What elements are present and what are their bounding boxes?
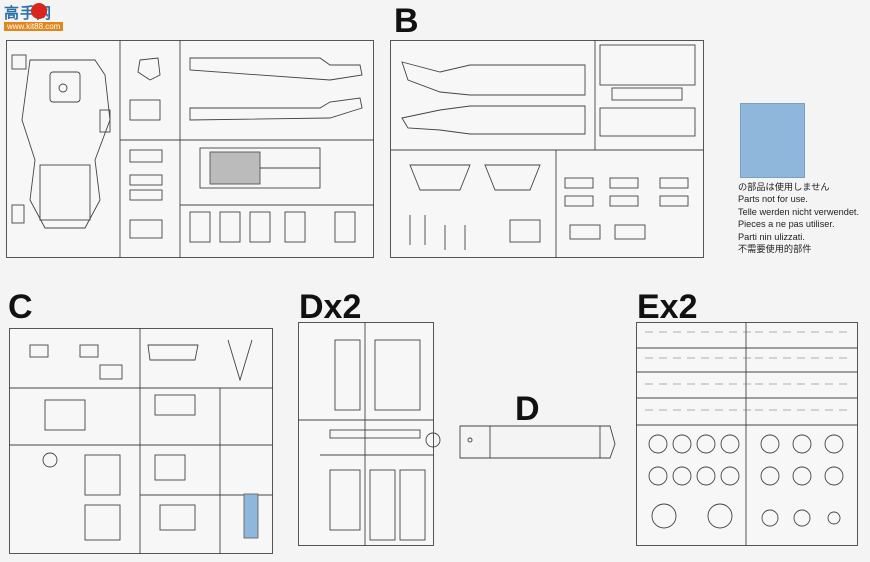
- sprue-c-unused-part: [243, 493, 259, 539]
- watermark-url: www.kit88.com: [4, 22, 64, 31]
- legend-line-en: Parts not for use.: [738, 194, 808, 205]
- sprue-c-label: C: [8, 288, 33, 326]
- sprue-b-label: B: [394, 2, 419, 40]
- site-watermark: 高手网 www.kit88.com: [4, 2, 78, 36]
- sprue-a-parts: [11, 40, 374, 258]
- legend-line-fr: Pieces a ne pas utiliser.: [738, 219, 835, 230]
- sprue-d-frame: [298, 322, 434, 546]
- sprue-e-track-links: [645, 331, 847, 411]
- sprue-b-frame: [390, 40, 704, 258]
- legend-line-it: Parti nin ulizzati.: [738, 231, 805, 242]
- not-used-legend: の部品は使用しません Parts not for use. Telle werd…: [738, 181, 859, 255]
- sprue-b-parts: [390, 40, 704, 258]
- not-used-color-swatch: [740, 103, 805, 178]
- sprue-c-frame: [9, 328, 273, 554]
- part-d-body: [459, 425, 616, 459]
- sprue-c-parts: [9, 328, 273, 554]
- sprue-e-parts: [636, 322, 858, 546]
- legend-line-ja: の部品は使用しません: [738, 182, 830, 192]
- sprue-d-parts: [298, 322, 441, 546]
- watermark-logo-icon: [31, 3, 47, 19]
- legend-line-de: Telle werden nicht verwendet.: [738, 206, 860, 217]
- legend-line-zh: 不需要使用的部件: [738, 244, 812, 255]
- sprue-d-label: Dx2: [299, 288, 362, 326]
- sprue-e-label: Ex2: [637, 288, 698, 326]
- sprue-d-single-label: D: [515, 390, 540, 428]
